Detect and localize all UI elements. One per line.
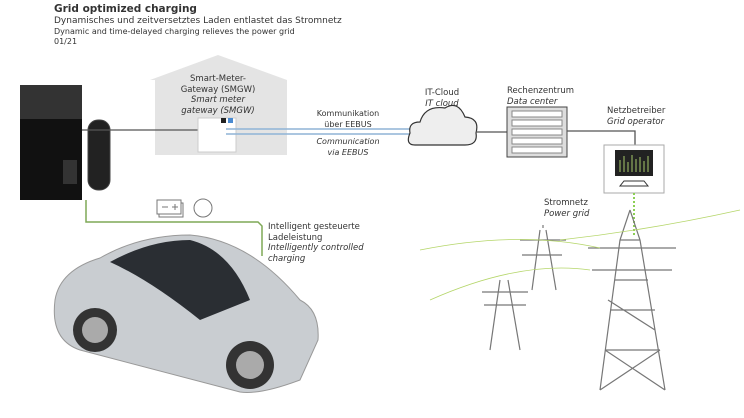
charging-line: [85, 200, 263, 256]
datacenter-en: Data center: [507, 96, 558, 107]
subtitle-en: Dynamic and time-delayed charging reliev…: [54, 27, 295, 36]
operator-de: Netzbetreiber: [607, 106, 666, 116]
charging-en1: Intelligently controlled: [268, 243, 364, 253]
car-illustration: [53, 234, 319, 393]
comm-label-en: Communication via EEBUS: [300, 137, 396, 158]
cloud-icon: [407, 104, 478, 146]
charging-de1: Intelligent gesteuerte: [268, 222, 360, 232]
smgw-de2: Gateway (SMGW): [180, 84, 256, 95]
smgw-en2: gateway (SMGW): [181, 105, 255, 116]
subtitle-de: Dynamisches und zeitversetztes Laden ent…: [54, 16, 342, 26]
charging-en2: charging: [268, 253, 306, 264]
comm-en1: Communication: [316, 137, 380, 146]
smgw-de1: Smart-Meter-: [190, 74, 246, 84]
cloud-label: IT-Cloud IT cloud: [410, 88, 474, 109]
power-pylons: [419, 209, 741, 391]
monitor-icon: [603, 144, 665, 194]
page-number: 01/21: [54, 37, 78, 46]
wallbox: [20, 85, 111, 200]
page-title: Grid optimized charging: [54, 3, 197, 15]
comm-de1: Kommunikation: [316, 109, 380, 118]
datacenter-label: Rechenzentrum Data center: [507, 86, 574, 107]
comm-de2: über EEBUS: [324, 119, 372, 129]
comm-en2: via EEBUS: [327, 147, 369, 157]
operator-label: Netzbetreiber Grid operator: [607, 106, 665, 127]
charging-label: Intelligent gesteuerte Ladeleistung Inte…: [268, 222, 364, 264]
grid-label: Stromnetz Power grid: [544, 198, 589, 219]
operator-en: Grid operator: [607, 116, 665, 127]
cloud-en: IT cloud: [425, 98, 459, 109]
smgw-label: Smart-Meter- Gateway (SMGW) Smart meter …: [170, 74, 266, 116]
grid-en: Power grid: [544, 208, 590, 219]
cloud-de: IT-Cloud: [424, 88, 460, 98]
gauge-icon: [193, 198, 213, 218]
comm-label-de: Kommunikation über EEBUS: [300, 109, 396, 130]
smgw-en1: Smart meter: [191, 95, 245, 105]
smart-meter-device: [197, 117, 237, 153]
battery-icon: [156, 199, 184, 218]
charging-de2: Ladeleistung: [268, 232, 323, 243]
datacenter-de: Rechenzentrum: [507, 86, 575, 96]
server-rack-icon: [506, 106, 568, 158]
grid-de: Stromnetz: [544, 198, 588, 208]
